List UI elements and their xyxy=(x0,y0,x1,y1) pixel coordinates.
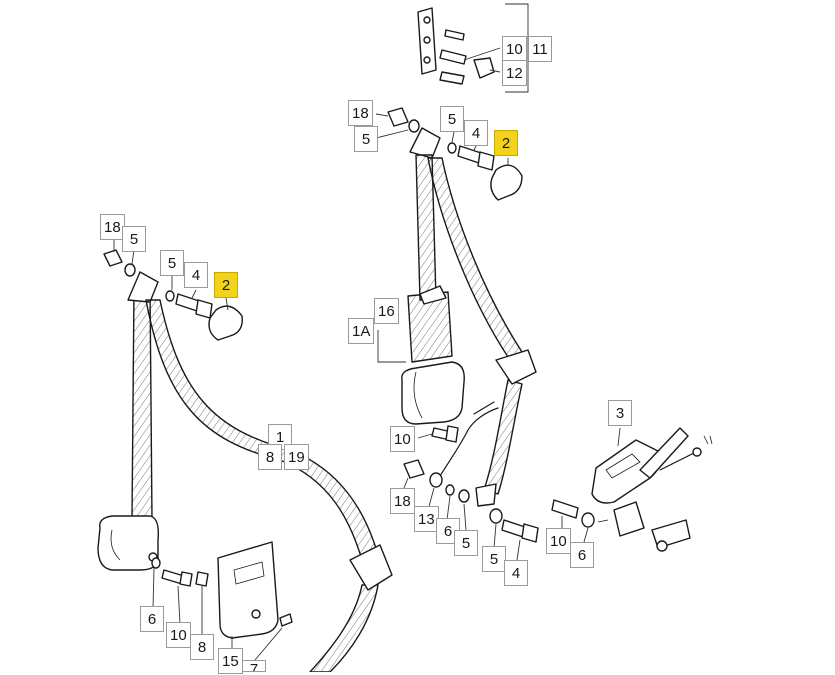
upper-bolt-c xyxy=(439,71,465,85)
callout-15[interactable]: 15 xyxy=(218,648,243,674)
callout-7[interactable]: 7 xyxy=(242,660,266,672)
left-nut-8 xyxy=(195,571,209,587)
left-cover-plate xyxy=(217,541,279,639)
callout-5[interactable]: 5 xyxy=(160,250,184,276)
left-upper-belt-guide xyxy=(127,271,159,303)
upper-nut-12 xyxy=(473,57,495,79)
left-cover-cap-2 xyxy=(208,305,243,341)
buckle-washer-6 xyxy=(581,512,595,528)
center-washer-13 xyxy=(429,472,443,488)
left-washer-5-mid xyxy=(165,290,175,302)
center-washer-5-mid xyxy=(447,142,457,154)
callout-10[interactable]: 10 xyxy=(390,426,415,452)
callout-16[interactable]: 16 xyxy=(374,298,399,324)
callout-4[interactable]: 4 xyxy=(184,262,208,288)
left-spacer-18 xyxy=(103,249,123,267)
left-belt-end-fitting xyxy=(349,544,393,591)
left-washer-6 xyxy=(151,557,161,569)
left-retractor xyxy=(97,515,160,571)
callout-18[interactable]: 18 xyxy=(348,100,373,126)
callout-4[interactable]: 4 xyxy=(504,560,528,586)
center-belt-assembly xyxy=(387,3,713,552)
buckle-bracket xyxy=(613,501,645,537)
center-washer-5-lower-b xyxy=(489,508,503,524)
callout-18[interactable]: 18 xyxy=(390,488,415,514)
callout-5[interactable]: 5 xyxy=(354,126,378,152)
center-cable xyxy=(439,407,499,477)
left-lap-belt xyxy=(309,584,379,672)
callout-11[interactable]: 11 xyxy=(528,36,552,62)
left-vertical-belt xyxy=(131,287,153,521)
callout-5[interactable]: 5 xyxy=(122,226,146,252)
center-lower-strap xyxy=(483,379,523,495)
center-washer-5-lower-a xyxy=(458,489,470,503)
callout-12[interactable]: 12 xyxy=(502,60,527,86)
center-spacer-18-lower xyxy=(403,459,425,479)
upper-bolt-b xyxy=(439,49,467,65)
callout-10[interactable]: 10 xyxy=(502,36,527,62)
left-washer-5-upper xyxy=(124,263,136,277)
callout-19[interactable]: 19 xyxy=(284,444,309,470)
callout-13[interactable]: 13 xyxy=(414,506,439,532)
buckle-bolt-10 xyxy=(551,499,579,519)
center-retractor xyxy=(401,361,465,425)
left-diagonal-belt xyxy=(145,299,379,561)
callout-10[interactable]: 10 xyxy=(546,528,571,554)
buckle-strap xyxy=(639,427,689,479)
callout-6[interactable]: 6 xyxy=(140,606,164,632)
callout-2-highlighted[interactable]: 2 xyxy=(494,130,518,156)
callout-8[interactable]: 8 xyxy=(190,634,214,660)
callout-5[interactable]: 5 xyxy=(482,546,506,572)
left-screw-7 xyxy=(279,613,293,627)
callout-4[interactable]: 4 xyxy=(464,120,488,146)
callout-5[interactable]: 5 xyxy=(440,106,464,132)
left-belt-assembly xyxy=(97,249,393,672)
center-strap-end xyxy=(495,349,537,385)
callout-10[interactable]: 10 xyxy=(166,622,191,648)
center-spacer-18 xyxy=(387,107,409,127)
callout-8[interactable]: 8 xyxy=(258,444,282,470)
center-cover-cap-2 xyxy=(490,164,523,201)
callout-2-highlighted[interactable]: 2 xyxy=(214,272,238,298)
callout-18[interactable]: 18 xyxy=(100,214,125,240)
leader-lines xyxy=(113,47,621,661)
upper-bolt-a xyxy=(444,29,465,41)
callout-3[interactable]: 3 xyxy=(608,400,632,426)
callout-5[interactable]: 5 xyxy=(454,530,478,556)
center-washer-6 xyxy=(445,484,455,496)
center-washer-5-upper xyxy=(408,119,420,133)
callout-1A[interactable]: 1A xyxy=(348,318,375,344)
callout-6[interactable]: 6 xyxy=(570,542,594,568)
